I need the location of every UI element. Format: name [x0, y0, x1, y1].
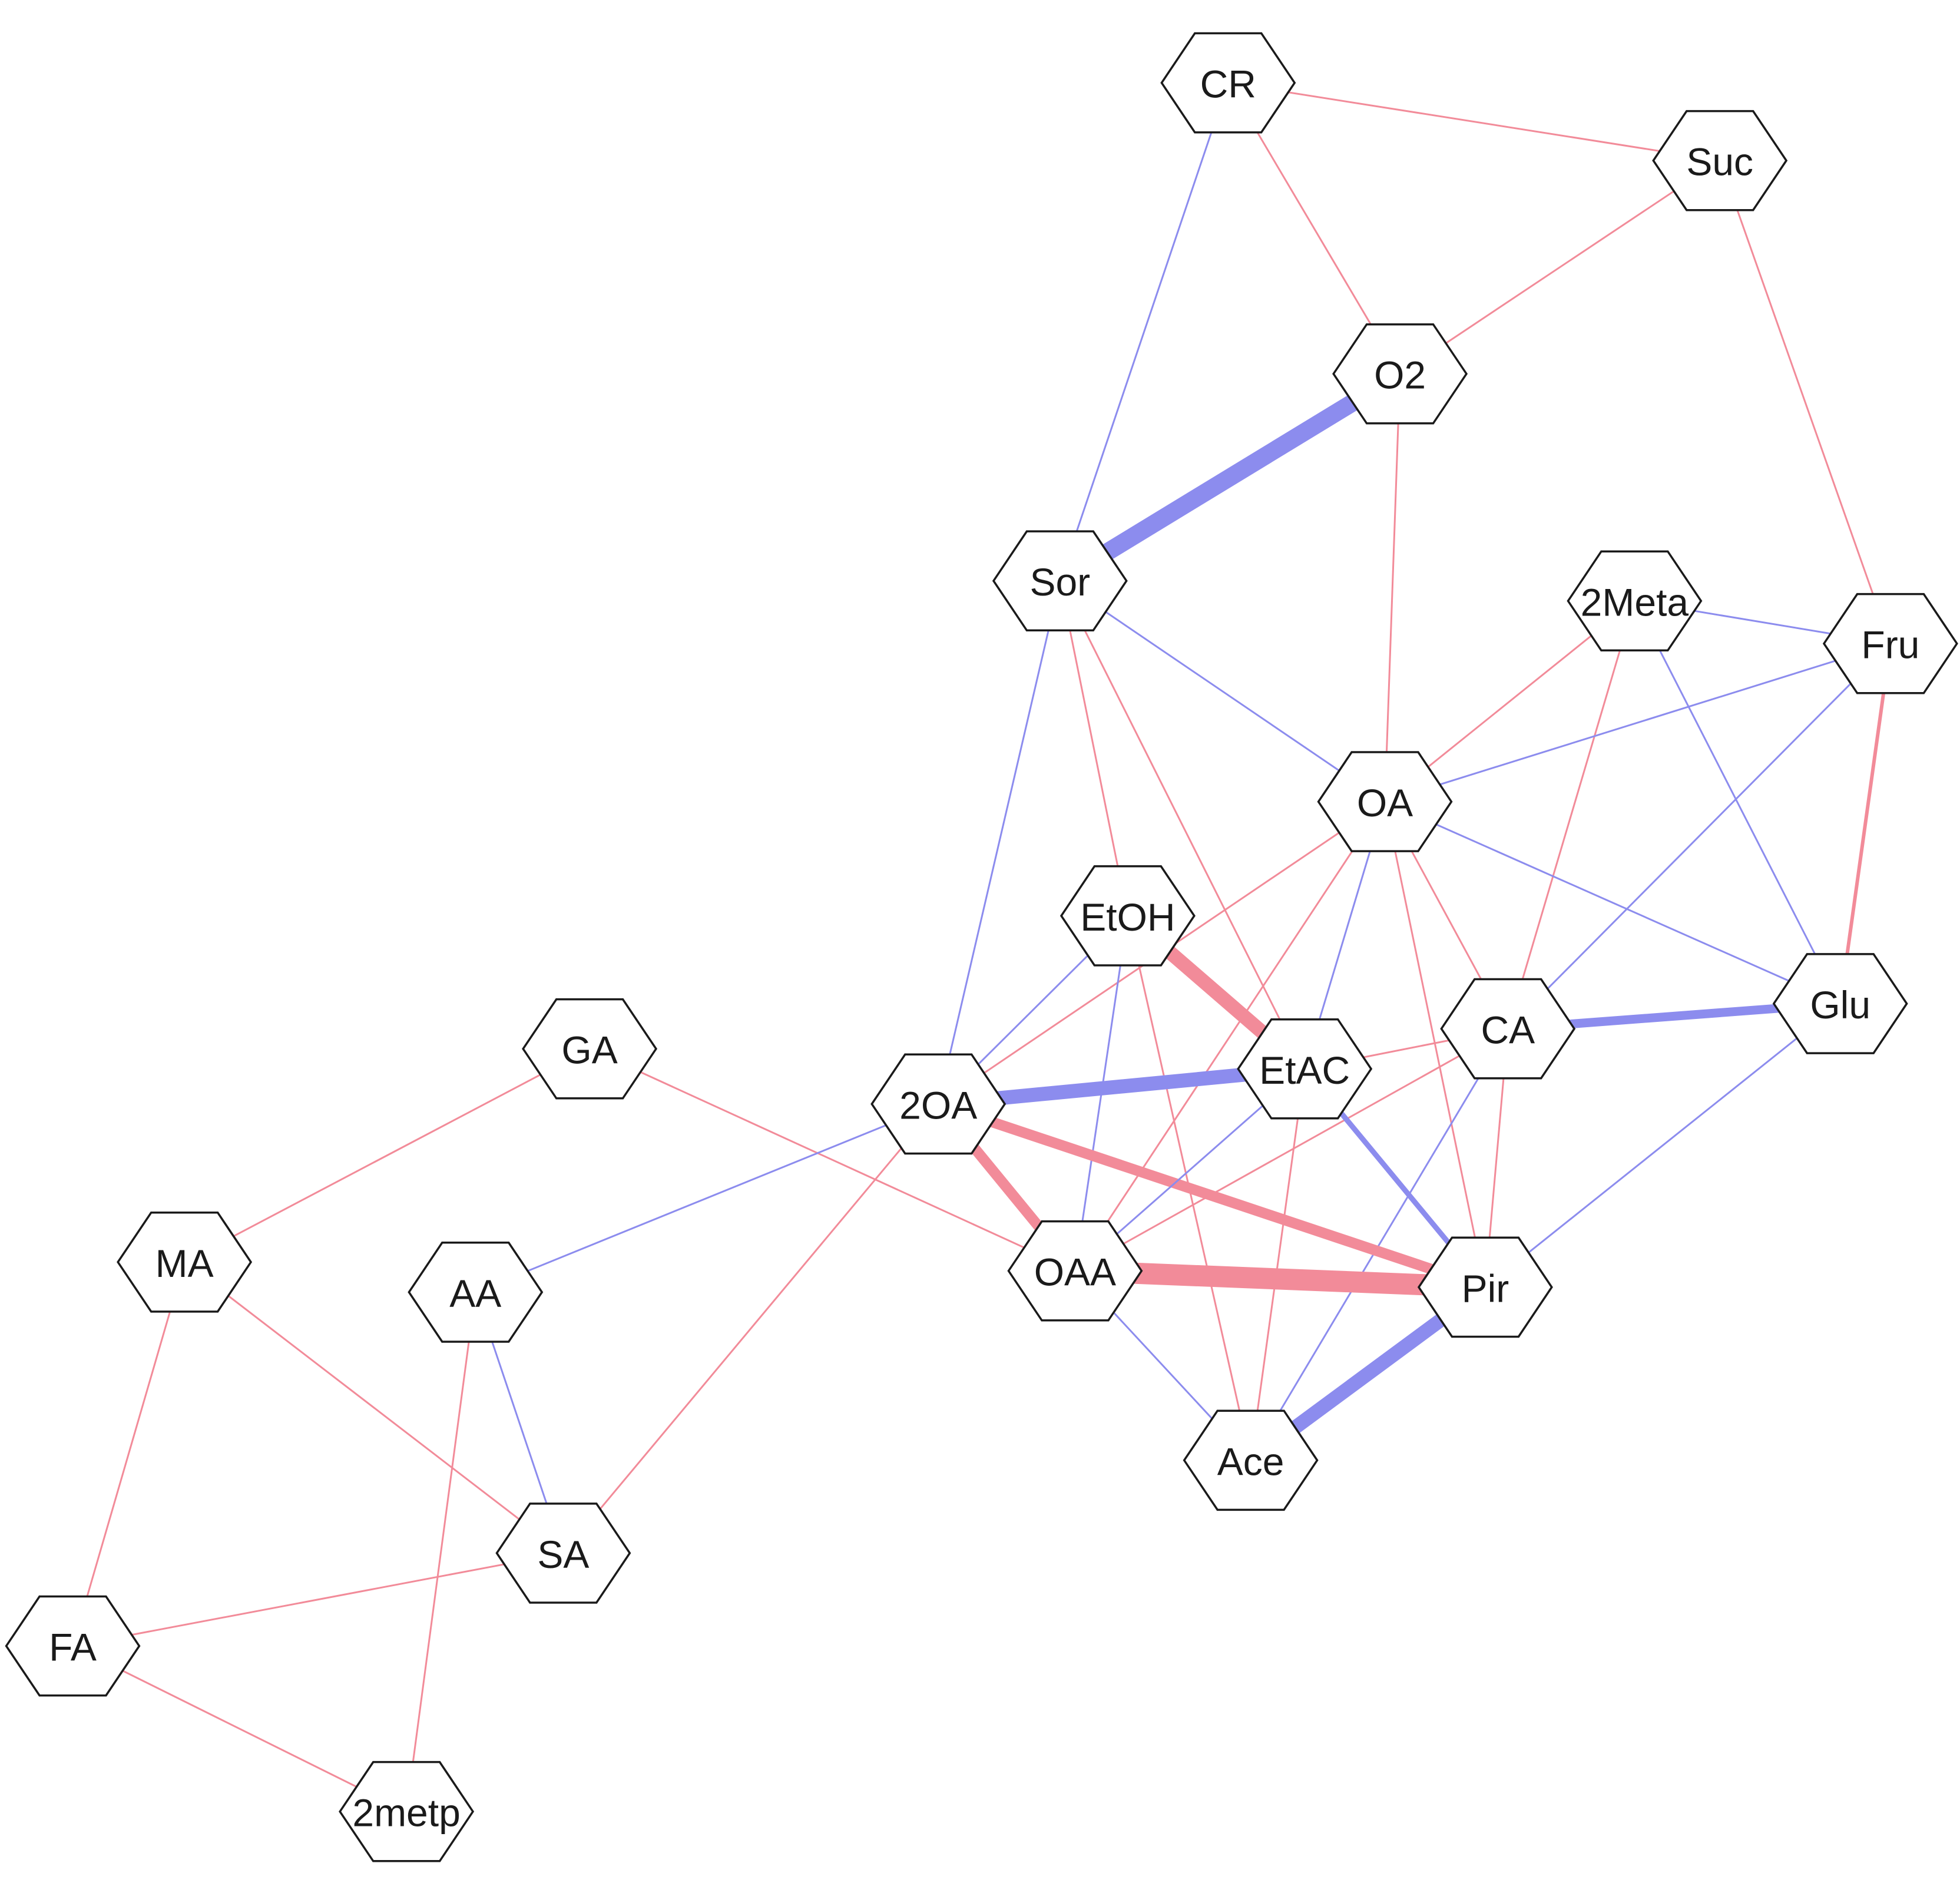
edge-Suc-Fru	[1719, 160, 1892, 644]
node-FA: FA	[5, 1595, 141, 1697]
node-Sor: Sor	[992, 530, 1128, 632]
node-OA: OA	[1317, 751, 1453, 852]
edge-Suc-O2	[1399, 160, 1721, 375]
edge-GA-OAA	[589, 1048, 1076, 1272]
node-hexagon	[1183, 1409, 1319, 1511]
node-label: Glu	[1810, 983, 1870, 1027]
node-hexagon	[339, 1760, 475, 1862]
node-label: Suc	[1686, 140, 1753, 184]
node-label: CA	[1481, 1008, 1535, 1052]
node-label: EtAC	[1259, 1048, 1350, 1092]
node-OAA: OAA	[1007, 1220, 1143, 1322]
node-Glu: Glu	[1772, 953, 1908, 1054]
edge-2OA-AA	[475, 1103, 939, 1293]
node-Ace: Ace	[1183, 1409, 1319, 1511]
node-label: 2Meta	[1581, 580, 1689, 624]
node-2metp: 2metp	[339, 1760, 475, 1862]
edge-FA-2metp	[72, 1645, 407, 1813]
node-CR: CR	[1160, 32, 1296, 134]
node-hexagon	[1007, 1220, 1143, 1322]
node-label: Pir	[1462, 1266, 1509, 1310]
node-Suc: Suc	[1652, 110, 1788, 211]
node-2Meta: 2Meta	[1567, 550, 1703, 652]
node-hexagon	[1317, 751, 1453, 852]
edge-Glu-Pir	[1484, 1002, 1841, 1288]
node-label: O2	[1374, 353, 1426, 397]
node-hexagon	[1772, 953, 1908, 1054]
edge-Sor-2OA	[937, 580, 1061, 1104]
node-hexagon	[1060, 865, 1196, 967]
node-hexagon	[1332, 323, 1468, 425]
edge-OAA-Pir	[1074, 1260, 1486, 1298]
edge-AA-2metp	[405, 1292, 476, 1812]
edge-OA-Glu	[1384, 800, 1841, 1005]
node-MA: MA	[117, 1211, 253, 1313]
node-hexagon	[5, 1595, 141, 1697]
node-label: AA	[449, 1272, 501, 1315]
edge-Fru-CA	[1507, 643, 1891, 1030]
node-label: Sor	[1029, 560, 1090, 604]
edge-SA-FA	[72, 1552, 564, 1647]
edge-OA-Pir	[1384, 801, 1486, 1288]
edge-Sor-EtAC	[1059, 580, 1306, 1070]
node-GA: GA	[522, 998, 658, 1100]
node-hexagon	[1822, 593, 1958, 694]
node-label: MA	[155, 1242, 214, 1285]
edge-CA-Ace	[1250, 1028, 1509, 1461]
edge-Fru-OA	[1385, 643, 1891, 803]
edge-2OA-Pir	[936, 1098, 1487, 1292]
node-label: Ace	[1217, 1439, 1284, 1483]
edge-Sor-EtOH	[1059, 580, 1129, 916]
node-label: 2OA	[899, 1083, 977, 1127]
edge-2Meta-Glu	[1634, 600, 1842, 1004]
node-Fru: Fru	[1822, 593, 1958, 694]
node-label: FA	[49, 1626, 97, 1669]
node-hexagon	[495, 1503, 631, 1604]
node-label: EtOH	[1080, 895, 1175, 939]
edge-O2-OA	[1384, 373, 1401, 802]
node-hexagon	[1417, 1236, 1553, 1338]
edge-OA-OAA	[1074, 801, 1386, 1272]
edge-MA-SA	[184, 1261, 564, 1554]
node-hexagon	[1567, 550, 1703, 652]
node-CA: CA	[1440, 978, 1576, 1080]
node-hexagon	[117, 1211, 253, 1313]
node-hexagon	[408, 1242, 544, 1343]
edges-layer	[72, 82, 1892, 1813]
node-hexagon	[522, 998, 658, 1100]
node-SA: SA	[495, 1503, 631, 1604]
node-hexagon	[1440, 978, 1576, 1080]
edge-Fru-Glu	[1838, 643, 1892, 1004]
edge-CR-Sor	[1059, 82, 1229, 581]
node-O2: O2	[1332, 323, 1468, 425]
node-hexagon	[1652, 110, 1788, 211]
node-hexagon	[992, 530, 1128, 632]
node-EtAC: EtAC	[1237, 1018, 1373, 1120]
edge-EtAC-Ace	[1250, 1068, 1306, 1461]
node-hexagon	[1160, 32, 1296, 134]
node-hexagon	[1237, 1018, 1373, 1120]
node-2OA: 2OA	[870, 1053, 1007, 1155]
node-label: 2metp	[352, 1791, 460, 1835]
edge-O2-Sor	[1055, 366, 1405, 589]
node-Pir: Pir	[1417, 1236, 1553, 1338]
node-label: Fru	[1861, 623, 1919, 667]
edge-2Meta-CA	[1507, 600, 1635, 1030]
edge-CA-OAA	[1074, 1028, 1509, 1272]
node-label: GA	[561, 1028, 617, 1072]
node-label: CR	[1200, 62, 1256, 106]
edge-MA-FA	[72, 1262, 186, 1647]
node-EtOH: EtOH	[1060, 865, 1196, 967]
node-label: OAA	[1034, 1250, 1116, 1294]
edge-GA-MA	[184, 1048, 590, 1263]
node-label: OA	[1357, 781, 1413, 825]
edge-Sor-OA	[1059, 580, 1386, 803]
edge-2OA-SA	[562, 1103, 939, 1554]
node-AA: AA	[408, 1242, 544, 1343]
node-label: SA	[537, 1533, 589, 1576]
node-hexagon	[870, 1053, 1007, 1155]
edge-CR-Suc	[1228, 82, 1720, 162]
